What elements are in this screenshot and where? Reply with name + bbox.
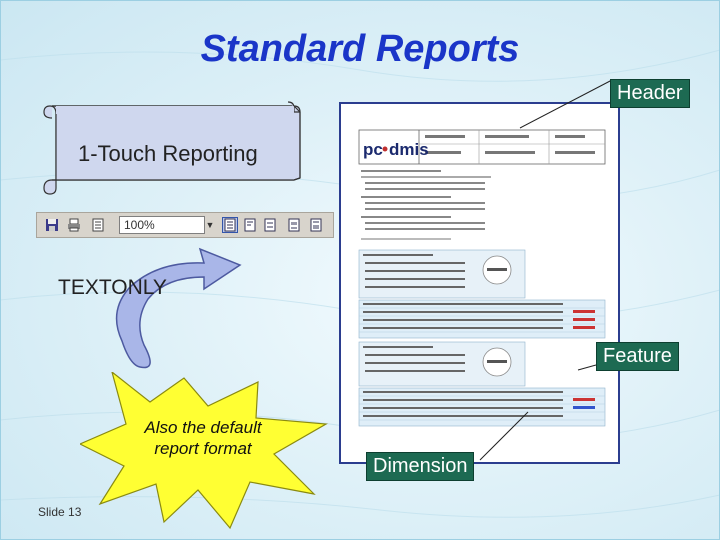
save-icon[interactable]	[45, 218, 59, 232]
dimension-callout: Dimension	[366, 452, 475, 481]
report-textonly-icon[interactable]	[222, 217, 238, 233]
print-preview-icon[interactable]	[91, 218, 105, 232]
burst-text: Also the default report format	[118, 417, 288, 459]
report-template-icon[interactable]	[309, 218, 323, 232]
print-icon[interactable]	[67, 218, 81, 232]
slide-title: Standard Reports	[200, 28, 520, 70]
report-preview-page: pc dmis	[341, 104, 618, 462]
burst-line-2: report format	[154, 439, 252, 458]
report-logo-pc: pc	[363, 140, 383, 159]
zoom-dropdown-arrow-icon[interactable]: ▼	[205, 220, 215, 230]
scroll-banner	[43, 101, 301, 195]
feature-callout: Feature	[596, 342, 679, 371]
report-template-icon[interactable]	[263, 218, 277, 232]
report-toolbar: 100% ▼	[36, 212, 334, 238]
zoom-select[interactable]: 100%	[119, 216, 205, 234]
report-template-icon[interactable]	[243, 218, 257, 232]
header-callout: Header	[610, 79, 690, 108]
scroll-banner-label: 1-Touch Reporting	[78, 141, 258, 166]
starburst-shape	[80, 372, 328, 530]
report-preview: pc dmis	[339, 102, 620, 464]
slide-number: Slide 13	[38, 505, 82, 519]
report-template-icon[interactable]	[287, 218, 301, 232]
curved-arrow-icon	[115, 247, 242, 369]
burst-line-1: Also the default	[144, 418, 262, 437]
textonly-mode-label: TEXTONLY	[58, 276, 167, 299]
report-logo-dmis: dmis	[389, 140, 429, 159]
